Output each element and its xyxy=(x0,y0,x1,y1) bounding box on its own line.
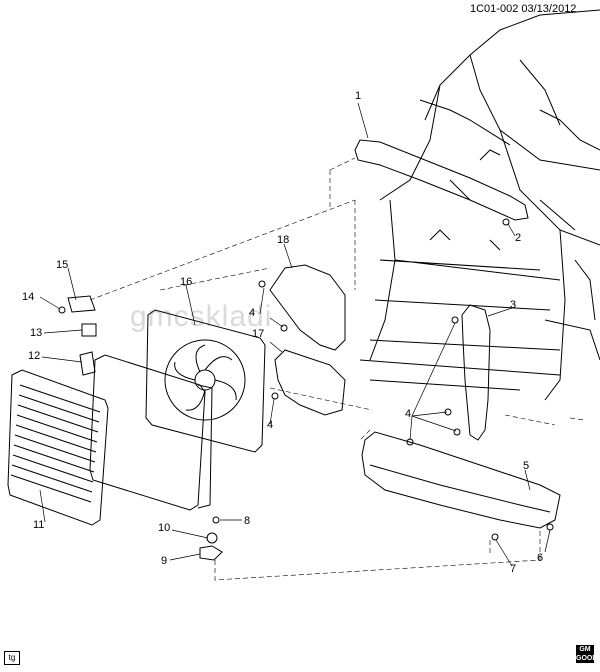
fan-shroud xyxy=(145,309,266,453)
callout-15: 15 xyxy=(56,259,69,271)
radiator-tank xyxy=(197,384,213,509)
upper-mount-bracket xyxy=(67,295,96,313)
fan-blades xyxy=(174,344,237,411)
callout-17: 17 xyxy=(252,328,265,340)
callout-7: 7 xyxy=(510,563,517,575)
callout-8: 8 xyxy=(244,515,251,527)
callout-14: 14 xyxy=(22,291,35,303)
callout-3: 3 xyxy=(510,299,517,311)
lower-deflector xyxy=(361,431,561,529)
lower-mount xyxy=(199,545,223,561)
upper-air-baffle xyxy=(269,264,346,351)
condenser-core xyxy=(7,369,109,526)
condenser-bracket xyxy=(79,351,96,376)
callout-5: 5 xyxy=(523,460,530,472)
callout-1: 1 xyxy=(355,90,362,102)
side-deflector xyxy=(461,304,491,441)
gm-logo-line2: GOOD xyxy=(576,655,598,662)
radiator-core xyxy=(89,354,206,511)
callout-4-b: 4 xyxy=(267,419,274,431)
callout-4-c: 4 xyxy=(405,408,412,420)
fan-ring xyxy=(164,339,246,421)
gm-logo-line1: GM xyxy=(579,646,591,653)
lower-air-baffle xyxy=(274,349,346,416)
callout-4-a: 4 xyxy=(249,307,256,319)
callout-16: 16 xyxy=(180,276,193,288)
watermark: gmcskladi xyxy=(130,300,273,333)
body-structure xyxy=(359,9,600,401)
condenser-fins xyxy=(10,384,101,503)
callout-9: 9 xyxy=(161,555,168,567)
callout-10: 10 xyxy=(158,522,171,534)
callout-2: 2 xyxy=(515,232,522,244)
corner-tag: tg xyxy=(4,651,20,665)
callout-11: 11 xyxy=(33,519,45,531)
lower-insulator xyxy=(206,532,218,544)
callout-13: 13 xyxy=(30,327,43,339)
callout-18: 18 xyxy=(277,234,290,246)
insulator xyxy=(81,323,97,337)
gm-logo: GM GOOD xyxy=(576,645,598,663)
upper-bracket xyxy=(354,139,529,221)
callout-12: 12 xyxy=(28,350,41,362)
diagram-reference: 1C01-002 03/13/2012 xyxy=(470,3,577,15)
callout-6: 6 xyxy=(537,552,544,564)
